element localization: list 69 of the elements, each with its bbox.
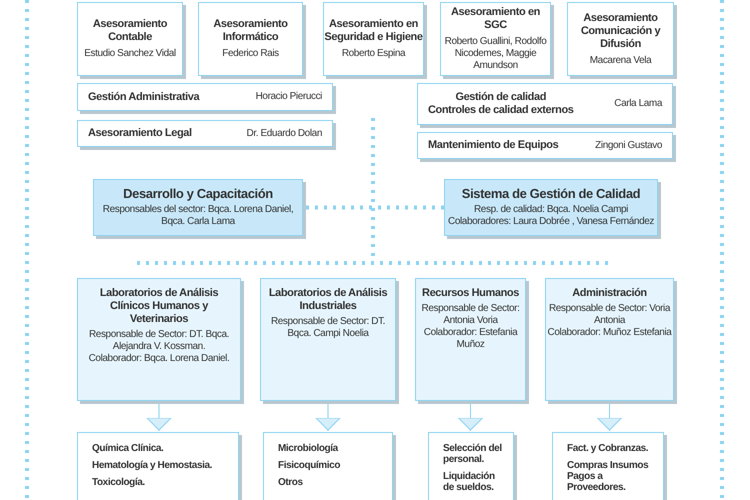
heading: Gestión Administrativa bbox=[88, 90, 200, 104]
list-item: Hematología y Hemostasia. bbox=[92, 460, 212, 471]
responsible-text: Responsable de Sector: DT. Bqca. Alejandra V. Kossman. bbox=[88, 329, 230, 353]
org-box bbox=[323, 2, 424, 76]
responsible-text: Colaboradores: Laura Dobrée , Vanesa Fernández bbox=[448, 216, 654, 228]
org-box bbox=[417, 83, 673, 125]
responsible-text: Colaborador: Bqca. Lorena Daniel. bbox=[88, 353, 230, 365]
heading: Controles de calidad externos bbox=[428, 104, 574, 117]
heading: Asesoramiento Contable bbox=[92, 18, 168, 44]
org-box bbox=[260, 278, 396, 401]
list-item: Microbiología bbox=[278, 443, 338, 454]
heading: Asesoramiento Comunicación y Difusión bbox=[580, 12, 662, 50]
org-box bbox=[415, 278, 526, 401]
person-name: Roberto Espina bbox=[342, 48, 406, 60]
person-name: Carla Lama bbox=[614, 98, 662, 110]
chevron-connector bbox=[458, 402, 483, 432]
org-box bbox=[77, 278, 241, 401]
org-box bbox=[77, 120, 333, 147]
dotted-connector bbox=[306, 206, 444, 210]
task-list-box bbox=[77, 432, 239, 500]
heading: Asesoramiento en Seguridad e Higiene bbox=[324, 18, 423, 44]
org-box bbox=[198, 2, 303, 76]
list-item: Liquidación de sueldos. bbox=[443, 471, 496, 493]
list-item: Química Clínica. bbox=[92, 443, 164, 454]
responsible-text: Resp. de calidad: Bqca. Noelia Campi bbox=[474, 204, 628, 216]
person-name: Macarena Vela bbox=[590, 54, 652, 66]
list-item: Compras Insumos Pagos a Proveedores. bbox=[567, 460, 650, 493]
responsible-text: Responsables del sector: Bqca. Lorena Daniel, Bqca. Carla Lama bbox=[102, 204, 294, 228]
task-list-box bbox=[263, 432, 393, 500]
responsible-text: Responsable de Sector: DT. Bqca. Campi Noelia bbox=[270, 316, 386, 340]
org-box bbox=[77, 83, 333, 111]
heading: Administración bbox=[571, 287, 648, 300]
responsible-text: Responsable de Sector: Antonia Voria bbox=[420, 303, 520, 327]
person-name: Federico Rais bbox=[222, 48, 279, 60]
list-item: Fisicoquímico bbox=[278, 460, 340, 471]
responsible-text: Colaborador: Muñoz Estefania bbox=[548, 327, 672, 339]
list-item: Toxicología. bbox=[92, 477, 145, 488]
list-item: Otros bbox=[278, 477, 303, 488]
list-item: Fact. y Cobranzas. bbox=[567, 443, 648, 454]
heading: Asesoramiento Legal bbox=[88, 127, 192, 140]
responsible-text: Colaborador: Estefania Muñoz bbox=[422, 327, 519, 351]
org-box bbox=[93, 179, 303, 236]
heading: Gestión de calidad bbox=[454, 91, 548, 104]
heading: Asesoramiento Informático bbox=[212, 18, 289, 44]
org-box bbox=[440, 2, 551, 76]
heading: Laboratorios de Análisis Clínicos Humanos y Veterinarios bbox=[98, 287, 220, 326]
heading: Desarrollo y Capacitación bbox=[123, 187, 273, 200]
heading: Sistema de Gestión de Calidad bbox=[462, 187, 640, 200]
person-name: Zingoni Gustavo bbox=[595, 140, 662, 152]
person-name: Roberto Guallini, Rodolfo Nicodemes, Maggie Amundson bbox=[444, 36, 548, 72]
heading: Mantenimiento de Equipos bbox=[428, 139, 558, 152]
chevron-connector bbox=[146, 402, 172, 432]
chevron-connector bbox=[597, 402, 622, 432]
heading: Asesoramiento en SGC bbox=[450, 6, 541, 32]
org-box bbox=[77, 2, 183, 76]
org-box bbox=[567, 2, 674, 76]
task-list-box bbox=[552, 432, 664, 500]
org-box bbox=[545, 278, 674, 401]
person-name: Estudio Sanchez Vidal bbox=[84, 48, 176, 60]
person-name: Dr. Eduardo Dolan bbox=[246, 128, 322, 140]
heading: Laboratorios de Análisis Industriales bbox=[268, 287, 388, 313]
task-list-box bbox=[428, 432, 514, 500]
person-name: Horacio Pierucci bbox=[256, 91, 322, 103]
heading: Recursos Humanos bbox=[421, 287, 520, 300]
responsible-text: Responsable de Sector: Voria Antonia bbox=[548, 303, 672, 327]
chevron-connector bbox=[316, 402, 340, 432]
org-box bbox=[417, 132, 673, 159]
org-box bbox=[444, 179, 658, 236]
list-item: Selección del personal. bbox=[443, 443, 503, 465]
